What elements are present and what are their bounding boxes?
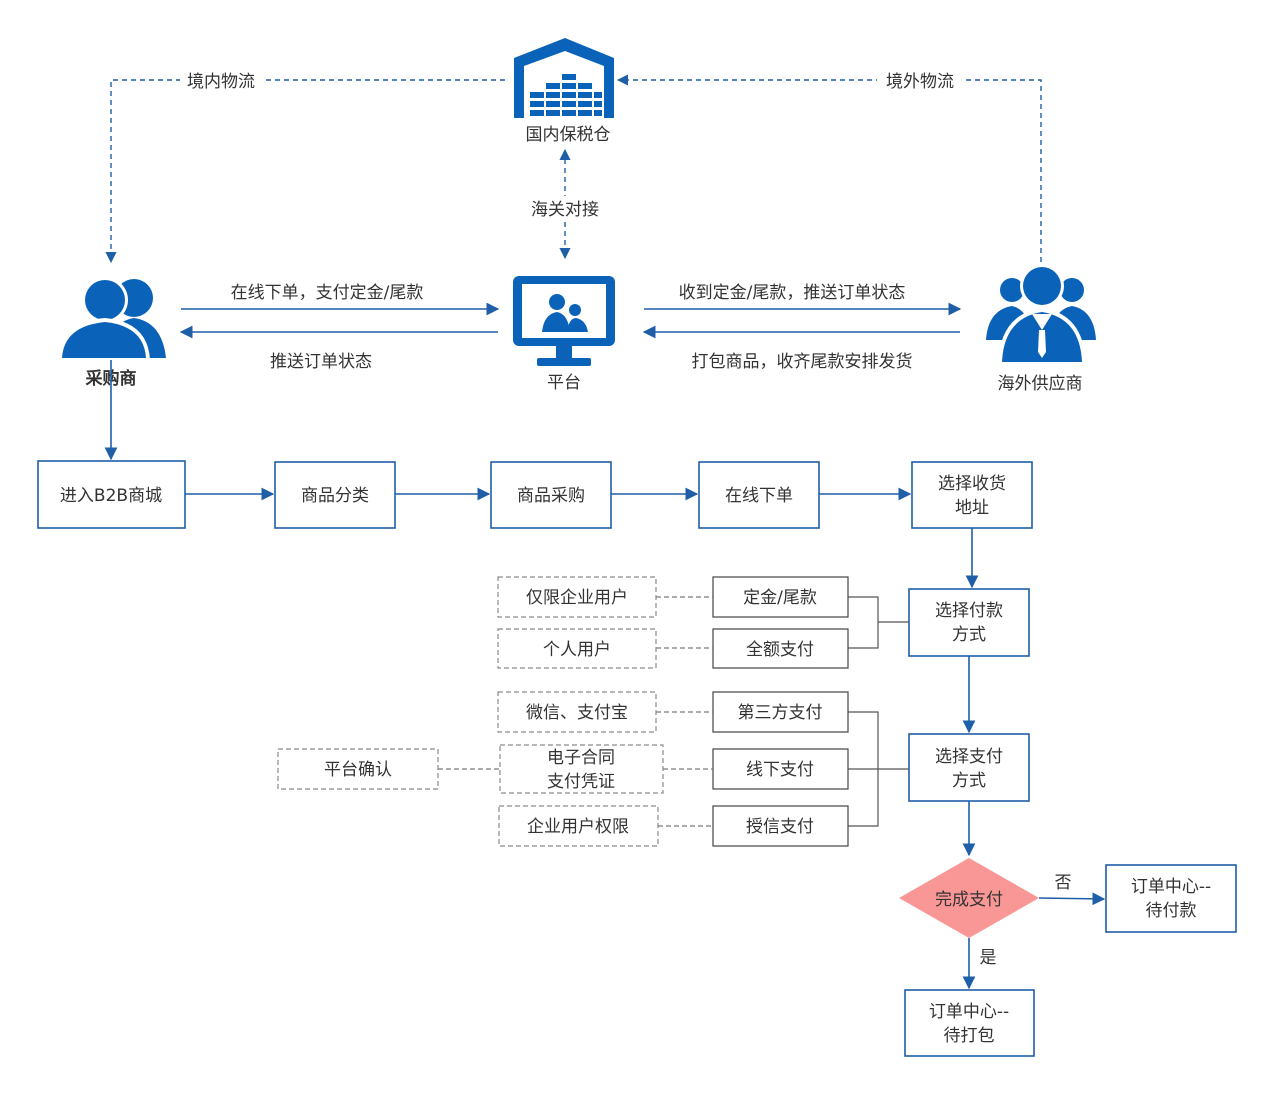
- svg-text:线下支付: 线下支付: [746, 760, 814, 780]
- svg-text:待打包: 待打包: [944, 1026, 995, 1046]
- note-individual: 个人用户: [497, 628, 657, 669]
- warehouse-icon: [514, 38, 614, 118]
- svg-text:完成支付: 完成支付: [935, 890, 1003, 910]
- svg-text:平台确认: 平台确认: [324, 760, 392, 780]
- platform-icon: [513, 276, 615, 366]
- warehouse-label: 国内保税仓: [526, 125, 611, 145]
- svg-text:电子合同: 电子合同: [547, 748, 615, 768]
- no-branch-arrow: [1038, 892, 1106, 906]
- flow-node-select-pay-type: 选择付款 方式: [908, 588, 1030, 657]
- no-label: 否: [1055, 873, 1072, 893]
- svg-text:方式: 方式: [952, 625, 986, 645]
- paytype-full: 全额支付: [712, 628, 849, 669]
- svg-text:订单中心--: 订单中心--: [1131, 877, 1211, 897]
- domestic-logistics-line: [105, 79, 505, 264]
- flow-node-purchase: 商品采购: [490, 461, 612, 529]
- domestic-logistics-label: 境内物流: [187, 72, 255, 92]
- svg-text:第三方支付: 第三方支付: [738, 703, 823, 723]
- decision-complete-payment: 完成支付: [899, 858, 1039, 938]
- flow-node-select-pay-method: 选择支付 方式: [908, 733, 1030, 802]
- supplier-to-platform-label: 打包商品，收齐尾款安排发货: [692, 352, 913, 372]
- flow-node-order-pending-payment: 订单中心-- 待付款: [1105, 864, 1237, 933]
- flow-node-category: 商品分类: [274, 461, 396, 529]
- note-enterprise-rights: 企业用户权限: [498, 805, 659, 847]
- svg-text:待付款: 待付款: [1146, 901, 1197, 921]
- note-enterprise-only: 仅限企业用户: [497, 576, 657, 618]
- svg-text:商品采购: 商品采购: [517, 486, 585, 506]
- svg-text:在线下单: 在线下单: [725, 486, 793, 506]
- svg-text:全额支付: 全额支付: [746, 640, 814, 660]
- svg-text:地址: 地址: [955, 498, 989, 518]
- paymethod-third-party: 第三方支付: [712, 691, 849, 733]
- paytype-bracket: [848, 596, 909, 649]
- paymethod-credit: 授信支付: [712, 805, 849, 847]
- yes-label: 是: [980, 948, 997, 968]
- note-wechat-alipay: 微信、支付宝: [497, 691, 657, 733]
- overseas-logistics-label: 境外物流: [886, 72, 954, 92]
- paytype-deposit: 定金/尾款: [712, 576, 849, 618]
- flow-node-select-address: 选择收货 地址: [911, 461, 1033, 529]
- overseas-logistics-line: [616, 74, 1042, 262]
- buyer-to-platform-label: 在线下单，支付定金/尾款: [231, 283, 424, 303]
- flow-node-order-pending-pack: 订单中心-- 待打包: [904, 989, 1035, 1057]
- note-platform-confirm: 平台确认: [277, 748, 439, 790]
- note-contract: 电子合同 支付凭证: [499, 744, 664, 794]
- platform-to-supplier-label: 收到定金/尾款，推送订单状态: [679, 283, 906, 303]
- supplier-label: 海外供应商: [998, 374, 1083, 394]
- svg-text:授信支付: 授信支付: [746, 817, 814, 837]
- svg-text:选择收货: 选择收货: [938, 474, 1006, 494]
- customs-label: 海关对接: [531, 200, 599, 220]
- svg-text:微信、支付宝: 微信、支付宝: [526, 703, 628, 723]
- svg-text:订单中心--: 订单中心--: [929, 1002, 1009, 1022]
- supplier-icon: [986, 264, 1096, 364]
- platform-to-buyer-label: 推送订单状态: [270, 352, 372, 372]
- svg-text:仅限企业用户: 仅限企业用户: [526, 588, 628, 608]
- buyer-icon: [58, 277, 166, 360]
- paymethod-offline: 线下支付: [712, 748, 849, 790]
- svg-text:个人用户: 个人用户: [543, 640, 611, 660]
- platform-label: 平台: [547, 373, 581, 393]
- svg-text:定金/尾款: 定金/尾款: [743, 588, 817, 608]
- flow-node-enter-mall: 进入B2B商城: [37, 460, 186, 529]
- svg-text:方式: 方式: [952, 771, 986, 791]
- svg-text:选择支付: 选择支付: [935, 747, 1003, 767]
- svg-text:企业用户权限: 企业用户权限: [527, 817, 629, 837]
- svg-text:商品分类: 商品分类: [301, 486, 369, 506]
- svg-text:选择付款: 选择付款: [935, 601, 1003, 621]
- svg-text:支付凭证: 支付凭证: [547, 772, 615, 792]
- paymethod-bracket: [848, 711, 909, 827]
- svg-text:进入B2B商城: 进入B2B商城: [60, 486, 162, 506]
- flow-node-order-online: 在线下单: [698, 461, 820, 529]
